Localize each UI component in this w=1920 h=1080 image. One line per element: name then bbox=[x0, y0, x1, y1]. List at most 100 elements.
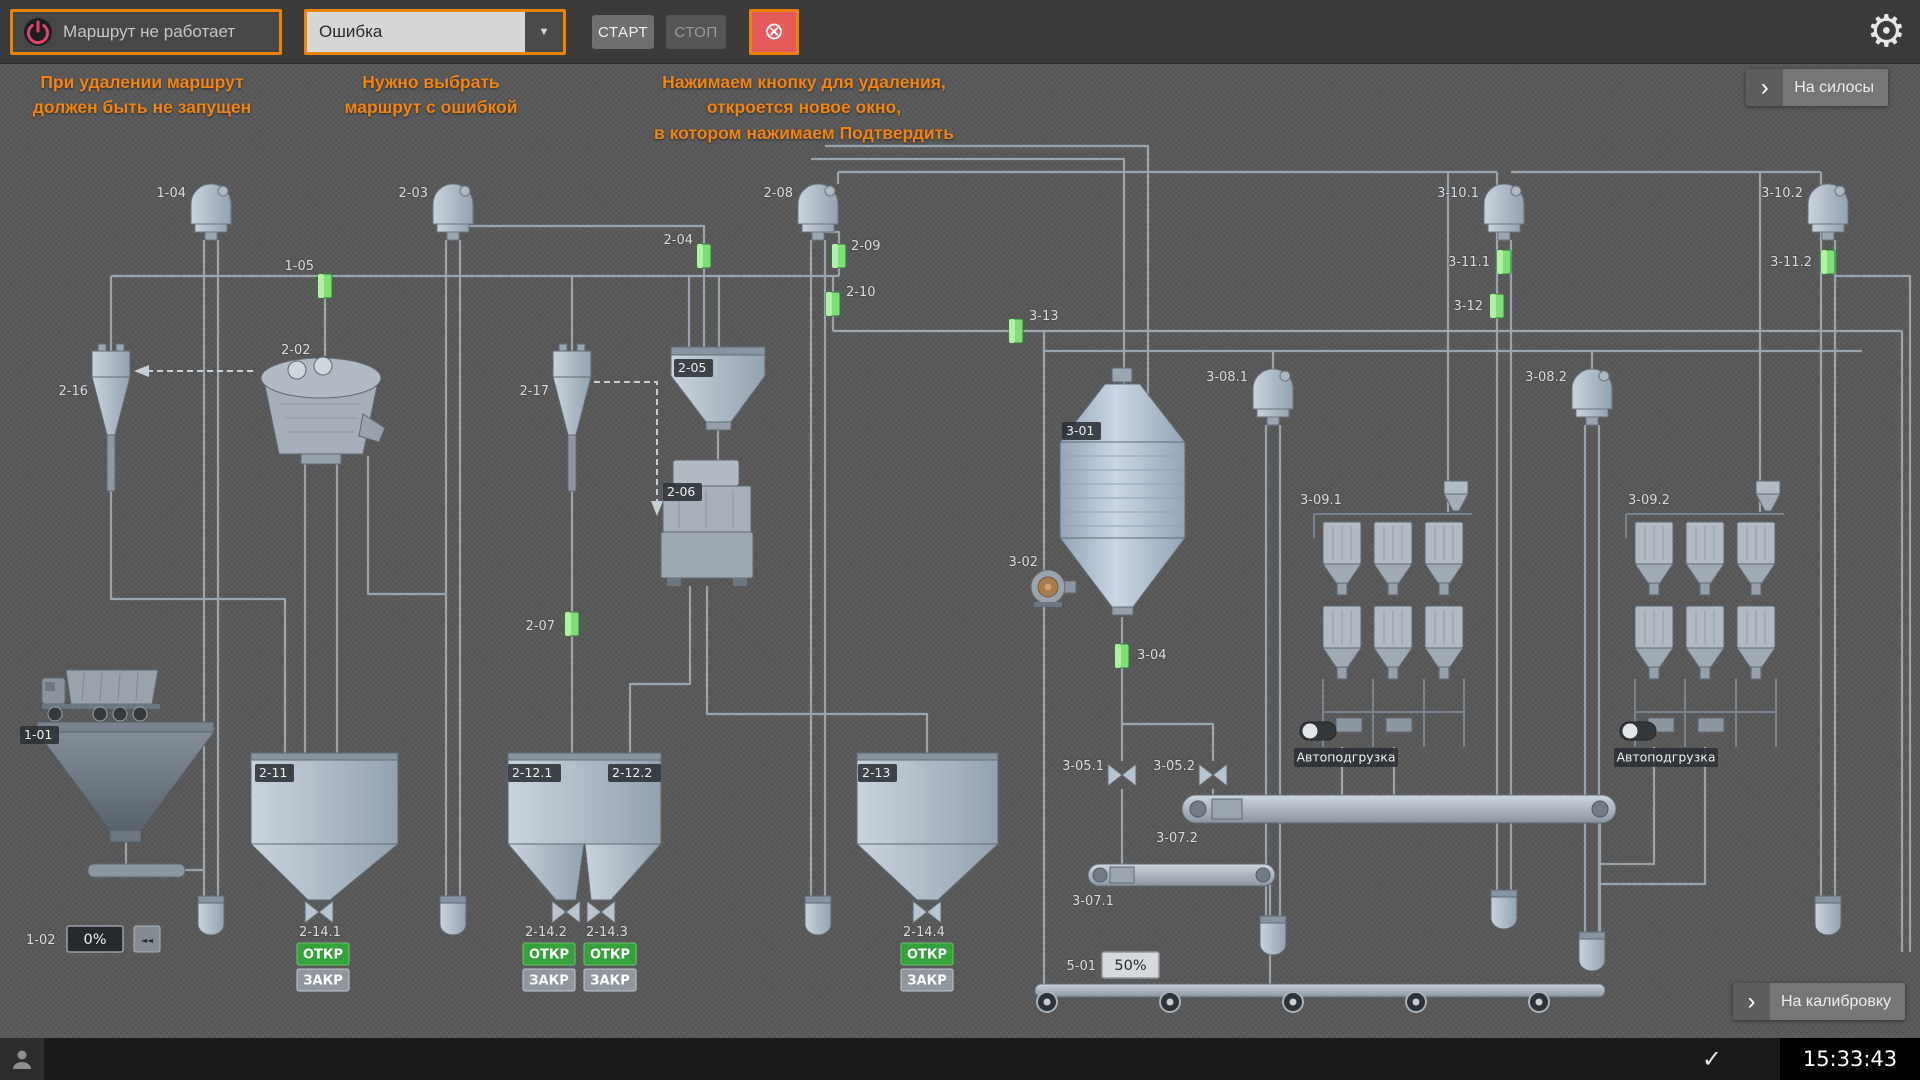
dosing-rack-3-09-1 bbox=[1314, 481, 1472, 747]
conveyor-3-07-1 bbox=[1087, 863, 1276, 887]
gate-label: 2-14.1 bbox=[299, 925, 341, 940]
close-button-2-14.1[interactable] bbox=[296, 968, 350, 992]
elevator-boot bbox=[1490, 889, 1518, 930]
display-value: 50% bbox=[1114, 958, 1146, 974]
autoload-label-badge bbox=[1294, 748, 1398, 767]
filter-3-10-1 bbox=[1483, 183, 1525, 241]
gate-label: 2-14.4 bbox=[903, 925, 945, 940]
equipment-label: 2-12.2 bbox=[612, 765, 652, 780]
label-badge-2-06 bbox=[663, 483, 702, 501]
gate-label: 2-14.2 bbox=[525, 925, 567, 940]
route-valve-3-13[interactable] bbox=[1008, 318, 1024, 344]
equipment-label: 3-12 bbox=[1453, 299, 1483, 314]
equipment-label: 3-09.1 bbox=[1300, 493, 1342, 508]
label-badge-3-01 bbox=[1062, 422, 1101, 440]
gate-valve-3-05-1 bbox=[1107, 763, 1137, 787]
label-badge-2-11 bbox=[255, 764, 294, 782]
chevron-down-icon: ▼ bbox=[525, 12, 563, 52]
machine-2-06 bbox=[660, 459, 754, 586]
equipment-label: 3-04 bbox=[1137, 648, 1167, 663]
settings-gear-icon[interactable]: ⚙ bbox=[1866, 7, 1906, 56]
equipment-label: 2-17 bbox=[519, 384, 549, 399]
open-button-2-14.2[interactable] bbox=[522, 942, 576, 966]
gate-valve-2-14-3 bbox=[586, 900, 616, 924]
close-button-label: ЗАКР bbox=[590, 974, 629, 989]
to-silos-button[interactable]: › На силосы bbox=[1746, 69, 1888, 106]
cyclone-2-16 bbox=[91, 343, 131, 492]
filter-2-03 bbox=[432, 183, 474, 241]
open-button-2-14.4[interactable] bbox=[900, 942, 954, 966]
autoload-toggle-2[interactable] bbox=[1619, 721, 1657, 741]
elevator-boot bbox=[1578, 931, 1606, 972]
elevator-boot bbox=[804, 895, 832, 936]
elevator-boot bbox=[1259, 915, 1287, 956]
close-button-label: ЗАКР bbox=[529, 974, 568, 989]
route-select[interactable]: Ошибка ▼ bbox=[304, 9, 566, 55]
value-display-5-01 bbox=[1101, 951, 1160, 979]
display-value: 0% bbox=[83, 932, 106, 948]
receiving-hopper-1-01 bbox=[36, 721, 215, 843]
route-valve-2-09[interactable] bbox=[831, 243, 847, 269]
open-button-2-14.1[interactable] bbox=[296, 942, 350, 966]
route-status-button[interactable]: Маршрут не работает bbox=[10, 9, 282, 55]
route-valve-3-11-1[interactable] bbox=[1496, 249, 1512, 275]
rewind-button[interactable] bbox=[133, 925, 161, 953]
equipment-label: 3-08.1 bbox=[1206, 370, 1248, 385]
conveyor-3-07-2 bbox=[1181, 794, 1617, 824]
open-button-label: ОТКР bbox=[303, 948, 343, 963]
equipment-label: 1-01 bbox=[24, 727, 52, 742]
close-button-2-14.3[interactable] bbox=[583, 968, 637, 992]
hopper-2-13 bbox=[855, 752, 1000, 901]
delete-route-icon: ⊗ bbox=[763, 18, 785, 45]
equipment-label: 3-07.2 bbox=[1156, 831, 1198, 846]
separator-2-02 bbox=[260, 356, 386, 465]
route-valve-3-12[interactable] bbox=[1489, 293, 1505, 319]
equipment-label: 3-05.2 bbox=[1153, 759, 1195, 774]
equipment-label: 3-02 bbox=[1008, 555, 1038, 570]
open-button-label: ОТКР bbox=[529, 948, 569, 963]
status-bar: ✓ 15:33:43 bbox=[0, 1038, 1920, 1080]
elevator-boot bbox=[197, 895, 225, 936]
silo-3-01 bbox=[1058, 367, 1187, 616]
route-valve-2-07[interactable] bbox=[564, 611, 580, 637]
autoload-label: Автоподгрузка bbox=[1296, 750, 1395, 765]
equipment-label: 1-04 bbox=[156, 186, 186, 201]
label-badge-2-05 bbox=[674, 359, 713, 377]
conveyor-1-02 bbox=[87, 863, 186, 878]
equipment-label: 2-12.1 bbox=[512, 765, 552, 780]
stop-button[interactable]: СТОП bbox=[666, 15, 726, 49]
equipment-label: 3-11.1 bbox=[1448, 255, 1490, 270]
user-icon[interactable] bbox=[0, 1038, 44, 1080]
equipment-label: 2-09 bbox=[851, 239, 881, 254]
dosing-rack-3-09-2 bbox=[1626, 481, 1784, 747]
filter-1-04 bbox=[190, 183, 232, 241]
equipment-label: 3-08.2 bbox=[1525, 370, 1567, 385]
close-button-2-14.4[interactable] bbox=[900, 968, 954, 992]
route-valve-1-05[interactable] bbox=[317, 273, 333, 299]
route-valve-2-04[interactable] bbox=[696, 243, 712, 269]
to-silos-label: На силосы bbox=[1794, 78, 1874, 96]
chevron-right-icon: › bbox=[1746, 69, 1784, 106]
equipment-layer bbox=[36, 183, 1849, 1013]
chevron-right-icon: › bbox=[1732, 983, 1770, 1020]
fan-3-02 bbox=[1030, 569, 1077, 607]
conveyor-wheels bbox=[1036, 991, 1550, 1013]
close-button-2-14.2[interactable] bbox=[522, 968, 576, 992]
to-calibration-button[interactable]: › На калибровку bbox=[1732, 983, 1905, 1020]
equipment-label: 3-07.1 bbox=[1072, 894, 1114, 909]
autoload-toggle-1[interactable] bbox=[1299, 721, 1337, 741]
equipment-label: 3-05.1 bbox=[1062, 759, 1104, 774]
delete-route-button[interactable]: ⊗ bbox=[749, 9, 799, 55]
route-valve-2-10[interactable] bbox=[825, 291, 841, 317]
annotation-select-requirement: Нужно выбрать маршрут с ошибкой bbox=[344, 72, 518, 118]
route-valve-3-04[interactable] bbox=[1114, 643, 1130, 669]
label-badge-2-12.1 bbox=[508, 764, 561, 782]
power-icon bbox=[23, 17, 53, 47]
route-valve-3-11-2[interactable] bbox=[1820, 249, 1836, 275]
cyclone-2-17 bbox=[552, 343, 592, 492]
start-button[interactable]: СТАРТ bbox=[592, 15, 654, 49]
open-button-2-14.3[interactable] bbox=[583, 942, 637, 966]
close-button-label: ЗАКР bbox=[303, 974, 342, 989]
equipment-label: 2-03 bbox=[398, 186, 428, 201]
